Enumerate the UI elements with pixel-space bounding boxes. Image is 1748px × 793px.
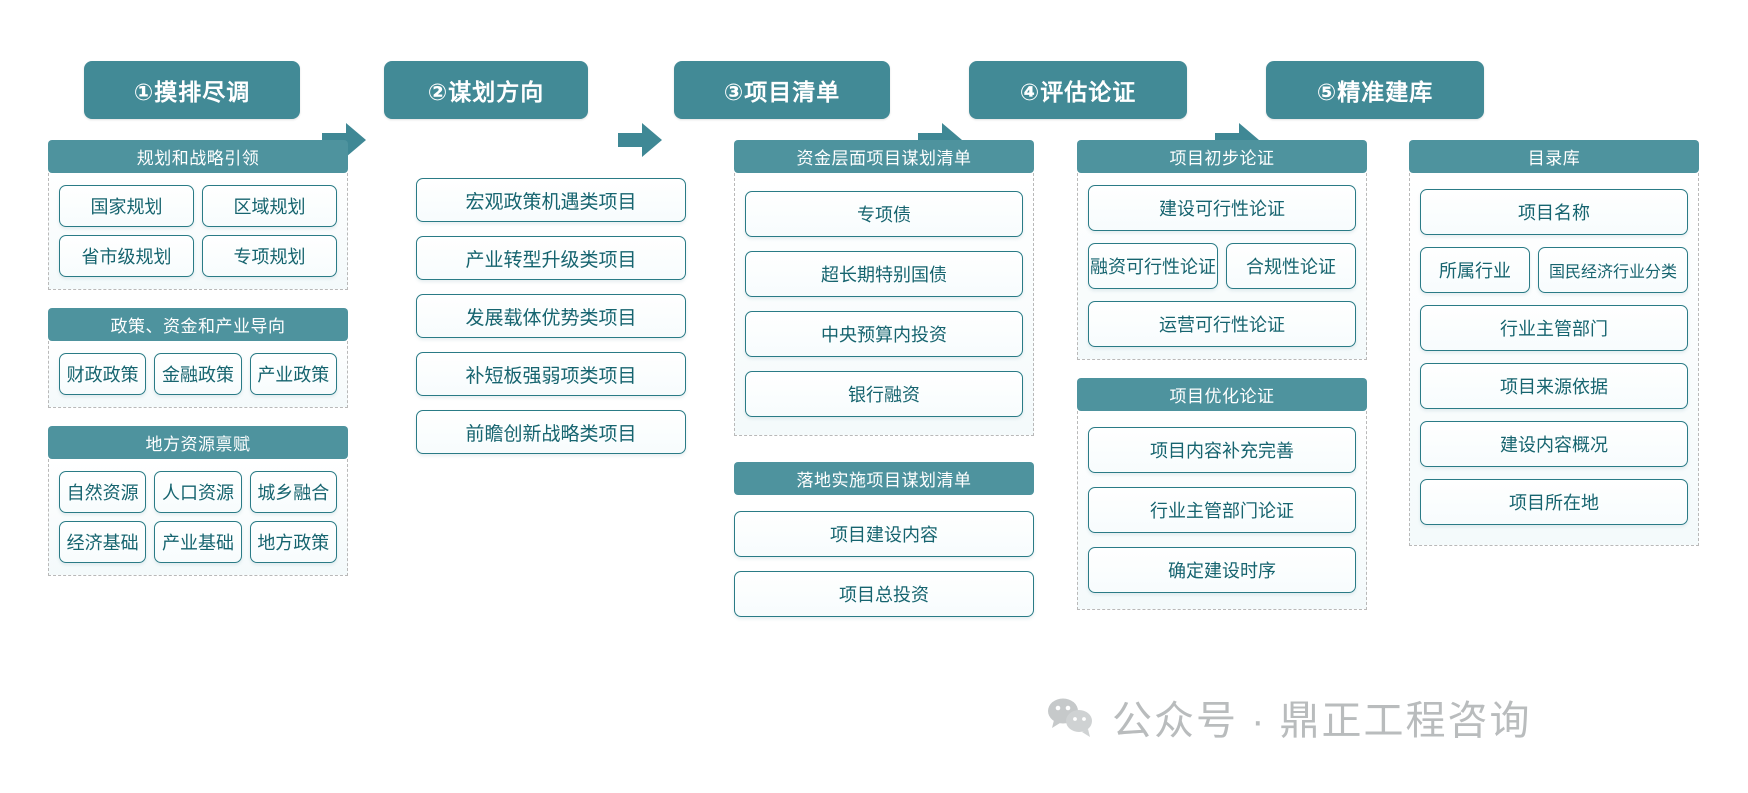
stage-header-4[interactable]: ④评估论证 <box>969 61 1187 119</box>
column-3-project-list: 资金层面项目谋划清单 专项债 超长期特别国债 中央预算内投资 银行融资 落地实施… <box>734 140 1034 780</box>
chip-item[interactable]: 发展载体优势类项目 <box>416 294 686 338</box>
group-title: 政策、资金和产业导向 <box>48 308 348 341</box>
group-planning-strategy: 规划和战略引领 国家规划 区域规划 省市级规划 专项规划 <box>48 140 348 290</box>
chip-item[interactable]: 行业主管部门 <box>1420 305 1688 351</box>
group-body: 建设可行性论证 融资可行性论证 合规性论证 运营可行性论证 <box>1077 173 1367 360</box>
chip-item[interactable]: 合规性论证 <box>1226 243 1356 289</box>
group-title: 目录库 <box>1409 140 1699 173</box>
chip-item[interactable]: 省市级规划 <box>59 235 194 277</box>
chip-item[interactable]: 项目名称 <box>1420 189 1688 235</box>
group-body: 项目名称 所属行业 国民经济行业分类 行业主管部门 项目来源依据 建设内容概况 … <box>1409 173 1699 546</box>
chip-item[interactable]: 运营可行性论证 <box>1088 301 1356 347</box>
group-title: 项目优化论证 <box>1077 378 1367 411</box>
group-optimization-assessment: 项目优化论证 项目内容补充完善 行业主管部门论证 确定建设时序 <box>1077 378 1367 610</box>
chip-item[interactable]: 区域规划 <box>202 185 337 227</box>
column-2-planning-direction: 宏观政策机遇类项目 产业转型升级类项目 发展载体优势类项目 补短板强弱项类项目 … <box>416 140 686 780</box>
chip-item[interactable]: 地方政策 <box>249 521 337 563</box>
direction-list: 宏观政策机遇类项目 产业转型升级类项目 发展载体优势类项目 补短板强弱项类项目 … <box>416 178 686 454</box>
group-title: 地方资源禀赋 <box>48 426 348 459</box>
chip-item[interactable]: 银行融资 <box>745 371 1023 417</box>
chip-item[interactable]: 经济基础 <box>59 521 147 563</box>
group-title: 项目初步论证 <box>1077 140 1367 173</box>
column-4-assessment: 项目初步论证 建设可行性论证 融资可行性论证 合规性论证 运营可行性论证 项目优… <box>1077 140 1367 780</box>
stage-header-2[interactable]: ②谋划方向 <box>384 61 588 119</box>
stage-header-5[interactable]: ⑤精准建库 <box>1266 61 1484 119</box>
group-catalog-library: 目录库 项目名称 所属行业 国民经济行业分类 行业主管部门 项目来源依据 建设内… <box>1409 140 1699 546</box>
stage-header-1[interactable]: ①摸排尽调 <box>84 61 300 119</box>
chip-item[interactable]: 项目建设内容 <box>734 511 1034 557</box>
chip-item[interactable]: 确定建设时序 <box>1088 547 1356 593</box>
chip-item[interactable]: 金融政策 <box>154 353 242 395</box>
chip-item[interactable]: 融资可行性论证 <box>1088 243 1218 289</box>
chip-item[interactable]: 项目来源依据 <box>1420 363 1688 409</box>
group-body: 项目内容补充完善 行业主管部门论证 确定建设时序 <box>1077 411 1367 610</box>
column-5-catalog-library: 目录库 项目名称 所属行业 国民经济行业分类 行业主管部门 项目来源依据 建设内… <box>1409 140 1699 780</box>
chip-item[interactable]: 产业政策 <box>249 353 337 395</box>
group-title: 落地实施项目谋划清单 <box>734 462 1034 495</box>
chip-item[interactable]: 建设可行性论证 <box>1088 185 1356 231</box>
chip-item[interactable]: 人口资源 <box>154 471 242 513</box>
stage-header-3[interactable]: ③项目清单 <box>674 61 890 119</box>
group-implementation-list: 落地实施项目谋划清单 项目建设内容 项目总投资 <box>734 462 1034 629</box>
group-funding-level-list: 资金层面项目谋划清单 专项债 超长期特别国债 中央预算内投资 银行融资 <box>734 140 1034 436</box>
chip-item[interactable]: 超长期特别国债 <box>745 251 1023 297</box>
group-local-resources: 地方资源禀赋 自然资源 人口资源 城乡融合 经济基础 产业基础 地方政策 <box>48 426 348 576</box>
chip-item[interactable]: 城乡融合 <box>249 471 337 513</box>
chip-item[interactable]: 项目内容补充完善 <box>1088 427 1356 473</box>
stage-header-row: ①摸排尽调 ②谋划方向 ③项目清单 ④评估论证 ⑤精准建库 <box>0 55 1748 157</box>
group-body: 项目建设内容 项目总投资 <box>734 495 1034 629</box>
chip-item[interactable]: 项目所在地 <box>1420 479 1688 525</box>
column-1-due-diligence: 规划和战略引领 国家规划 区域规划 省市级规划 专项规划 政策、资金和产业导向 … <box>48 140 348 780</box>
chip-item[interactable]: 产业基础 <box>154 521 242 563</box>
group-body: 财政政策 金融政策 产业政策 <box>48 341 348 408</box>
chip-item[interactable]: 自然资源 <box>59 471 147 513</box>
chip-item[interactable]: 产业转型升级类项目 <box>416 236 686 280</box>
group-body: 国家规划 区域规划 省市级规划 专项规划 <box>48 173 348 290</box>
chip-item[interactable]: 财政政策 <box>59 353 147 395</box>
chip-item[interactable]: 国民经济行业分类 <box>1538 247 1688 293</box>
chip-item[interactable]: 专项债 <box>745 191 1023 237</box>
chip-item[interactable]: 中央预算内投资 <box>745 311 1023 357</box>
chip-item[interactable]: 前瞻创新战略类项目 <box>416 410 686 454</box>
arrow-right-icon-2 <box>618 123 662 157</box>
group-preliminary-assessment: 项目初步论证 建设可行性论证 融资可行性论证 合规性论证 运营可行性论证 <box>1077 140 1367 360</box>
chip-item[interactable]: 建设内容概况 <box>1420 421 1688 467</box>
group-title: 资金层面项目谋划清单 <box>734 140 1034 173</box>
chip-item[interactable]: 专项规划 <box>202 235 337 277</box>
chip-item[interactable]: 所属行业 <box>1420 247 1530 293</box>
columns-container: 规划和战略引领 国家规划 区域规划 省市级规划 专项规划 政策、资金和产业导向 … <box>0 140 1748 780</box>
chip-item[interactable]: 补短板强弱项类项目 <box>416 352 686 396</box>
chip-item[interactable]: 行业主管部门论证 <box>1088 487 1356 533</box>
group-body: 专项债 超长期特别国债 中央预算内投资 银行融资 <box>734 173 1034 436</box>
chip-item[interactable]: 宏观政策机遇类项目 <box>416 178 686 222</box>
group-title: 规划和战略引领 <box>48 140 348 173</box>
chip-item[interactable]: 国家规划 <box>59 185 194 227</box>
group-body: 自然资源 人口资源 城乡融合 经济基础 产业基础 地方政策 <box>48 459 348 576</box>
group-policy-funding-industry: 政策、资金和产业导向 财政政策 金融政策 产业政策 <box>48 308 348 408</box>
chip-item[interactable]: 项目总投资 <box>734 571 1034 617</box>
